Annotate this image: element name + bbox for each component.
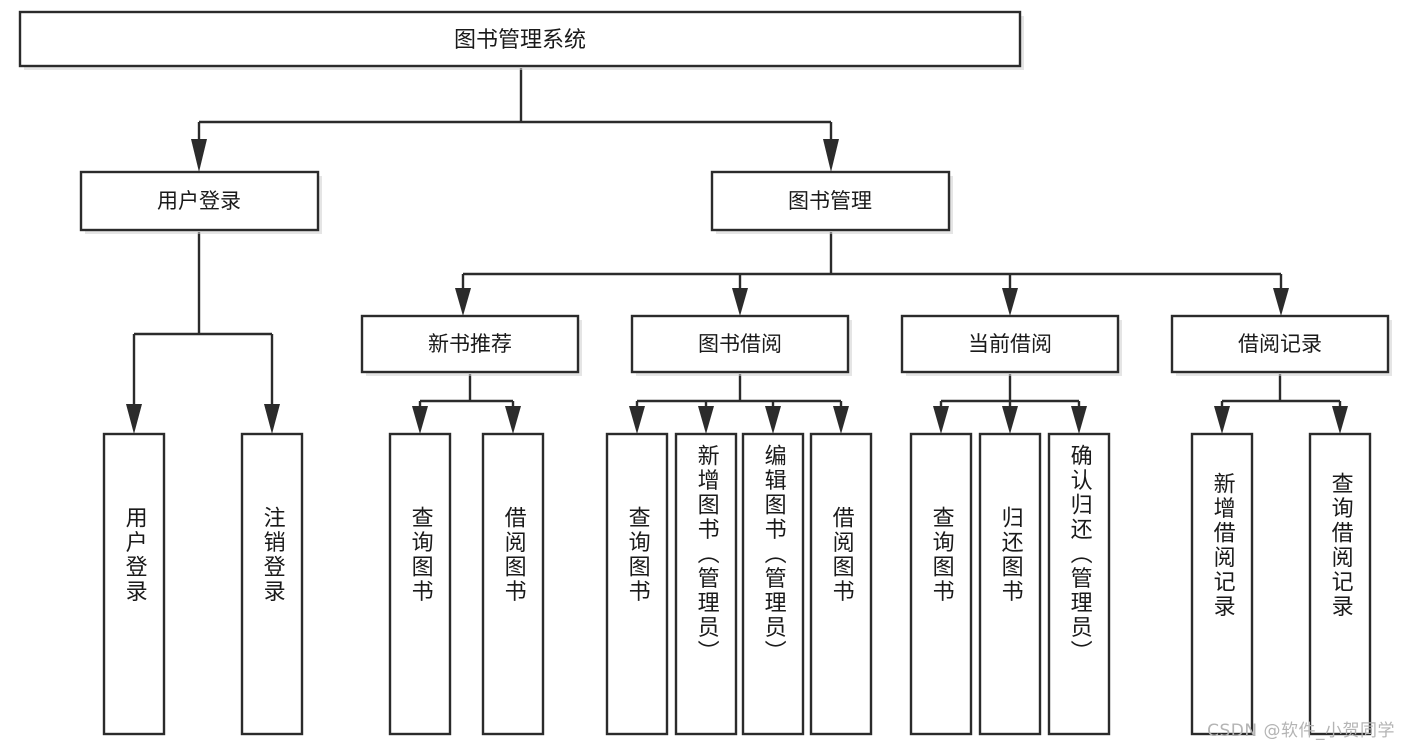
node-layer: 图书管理系统 用户登录 图书管理 新书推荐 图书借阅 当前借阅 借阅记录 (18, 10, 1392, 736)
arrowhead-new-book-rec (455, 288, 471, 316)
arrowhead-leaf-logout (264, 404, 280, 434)
node-borrow-record-label: 借阅记录 (1238, 332, 1322, 356)
node-book-manage-label: 图书管理 (788, 189, 872, 213)
node-leaf-rec-search[interactable] (1308, 432, 1372, 736)
arrowhead-leaf-cur-return (1002, 406, 1018, 434)
node-leaf-borrow-query[interactable] (605, 432, 669, 736)
arrowhead-leaf-borrow-add (698, 406, 714, 434)
arrowhead-book-borrow (732, 288, 748, 316)
arrowhead-leaf-cur-query (933, 406, 949, 434)
arrowhead-leaf-rec-search (1332, 406, 1348, 434)
node-current-borrow[interactable] (900, 314, 1120, 374)
arrowhead-leaf-user-login (126, 404, 142, 434)
arrowhead-current-borrow (1002, 288, 1018, 316)
arrowhead-leaf-cur-confirm (1071, 406, 1087, 434)
node-book-borrow[interactable] (630, 314, 850, 374)
arrowhead-leaf-borrow-edit (765, 406, 781, 434)
node-leaf-user-login[interactable] (102, 432, 166, 736)
arrowhead-user-login (191, 139, 207, 172)
node-leaf-rec-query[interactable] (388, 432, 452, 736)
node-leaf-borrow-edit[interactable] (741, 432, 805, 736)
node-leaf-cur-return[interactable] (978, 432, 1042, 736)
node-new-book-rec[interactable] (360, 314, 580, 374)
node-leaf-borrow-add[interactable] (674, 432, 738, 736)
arrowhead-leaf-rec-add (1214, 406, 1230, 434)
node-leaf-logout[interactable] (240, 432, 304, 736)
node-leaf-rec-borrow[interactable] (481, 432, 545, 736)
node-user-login-label: 用户登录 (157, 189, 241, 213)
node-book-manage[interactable] (710, 170, 951, 232)
connector-layer (126, 68, 1348, 434)
node-root[interactable] (18, 10, 1022, 68)
arrowhead-book-manage (823, 139, 839, 172)
node-leaf-borrow-lend[interactable] (809, 432, 873, 736)
arrowhead-leaf-rec-query (412, 406, 428, 434)
node-leaf-cur-confirm[interactable] (1047, 432, 1111, 736)
node-borrow-record[interactable] (1170, 314, 1390, 374)
node-root-label: 图书管理系统 (454, 28, 586, 53)
arrowhead-leaf-borrow-query (629, 406, 645, 434)
node-new-book-rec-label: 新书推荐 (428, 332, 512, 356)
arrowhead-leaf-borrow-lend (833, 406, 849, 434)
arrowhead-leaf-rec-borrow (505, 406, 521, 434)
node-book-borrow-label: 图书借阅 (698, 332, 782, 356)
arrowhead-borrow-record (1273, 288, 1289, 316)
node-current-borrow-label: 当前借阅 (968, 332, 1052, 356)
node-user-login[interactable] (79, 170, 320, 232)
node-leaf-cur-query[interactable] (909, 432, 973, 736)
node-leaf-rec-add[interactable] (1190, 432, 1254, 736)
csdn-watermark: CSDN @软件_小贺同学 (1207, 721, 1395, 741)
